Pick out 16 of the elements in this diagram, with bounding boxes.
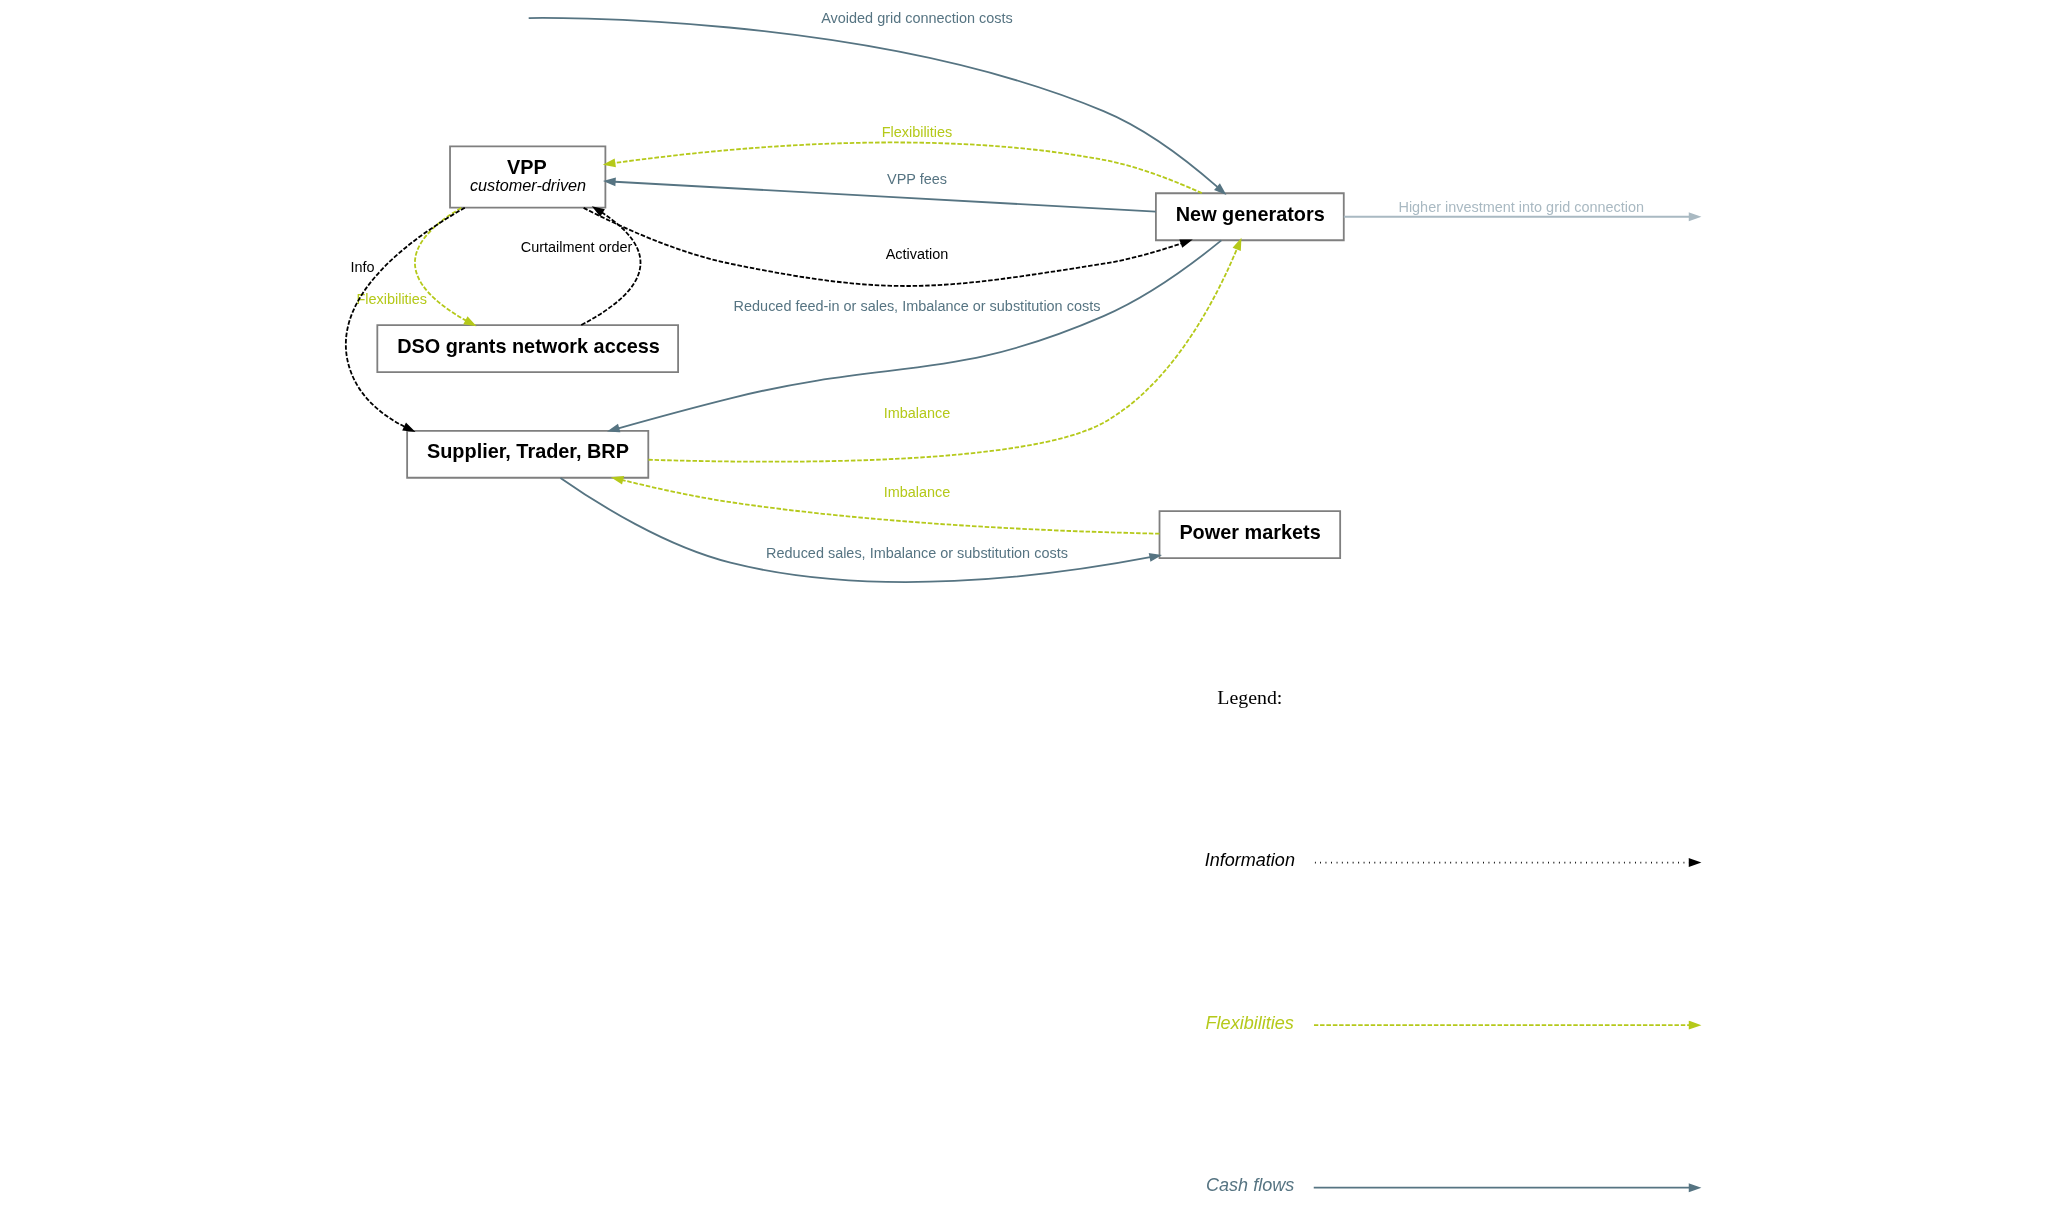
edge-label: Activation — [885, 246, 949, 263]
label: Legend: — [1217, 686, 1283, 709]
edge-label: Flexibilities — [356, 290, 428, 307]
legend-label: Flexibilities — [1205, 1012, 1294, 1033]
edge-label: Avoided grid connection costs — [821, 10, 1013, 27]
edge-label: Flexibilities — [881, 124, 953, 141]
edge-label: Info — [350, 259, 375, 276]
legend-label: Information — [1204, 850, 1295, 871]
edge-label: Imbalance — [883, 404, 951, 421]
edge-label: Imbalance — [883, 484, 951, 501]
edge-label: Reduced sales, Imbalance or substitution costs — [766, 544, 1068, 561]
edge-label: Higher investment into grid connection — [1398, 199, 1645, 216]
edge-label: Reduced feed-in or sales, Imbalance or substitution costs — [733, 298, 1101, 315]
edge-label: Curtailment order — [520, 239, 633, 256]
edge-label: VPP fees — [887, 171, 947, 188]
legend-label: Cash flows — [1206, 1175, 1295, 1196]
